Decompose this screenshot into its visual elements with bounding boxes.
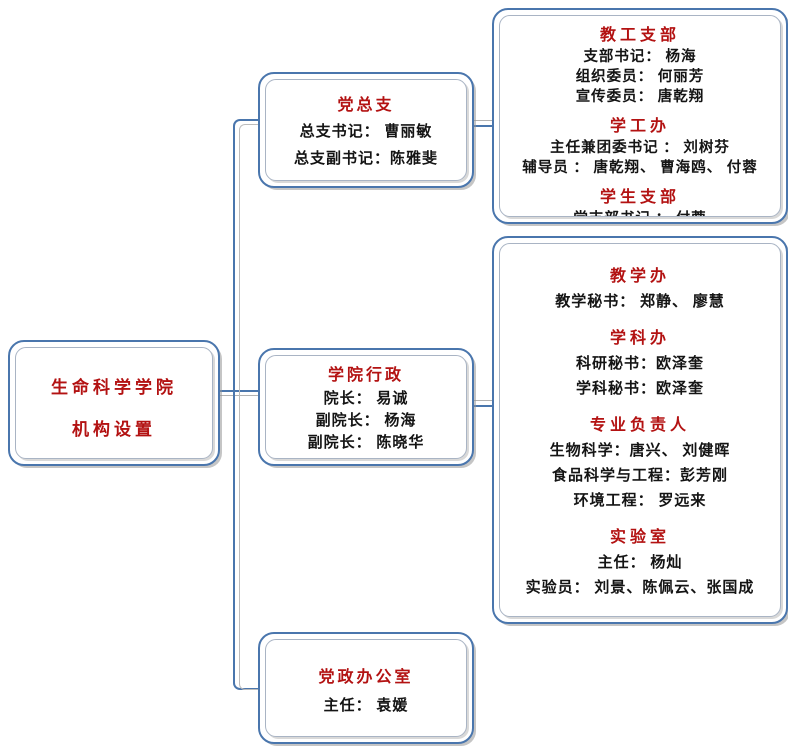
section-title: 教学办 (609, 268, 670, 285)
section-student-affairs-office: 学工办 主任兼团委书记 ： 刘树芬 辅导员 ： 唐乾翔、 曹海鸥、 付蓉 (500, 115, 780, 178)
node-admin[interactable]: 学院行政 院长： 易诚 副院长： 杨海 副院长： 陈晓华 (258, 348, 474, 466)
section-discipline-office: 学科办 科研秘书：欧泽奎 学科秘书：欧泽奎 (500, 326, 780, 402)
party-branch-line: 总支副书记：陈雅斐 (293, 151, 438, 167)
section-line: 科研秘书：欧泽奎 (575, 356, 704, 372)
node-right-top-card: 教工支部 支部书记： 杨海 组织委员： 何丽芳 宣传委员： 唐乾翔 学工办 主任… (499, 15, 781, 217)
node-right-bottom[interactable]: 教学办 教学秘书： 郑静、 廖慧 学科办 科研秘书：欧泽奎 学科秘书：欧泽奎 专… (492, 236, 788, 624)
party-branch-line: 总支书记： 曹丽敏 (299, 124, 433, 140)
section-faculty-branch: 教工支部 支部书记： 杨海 组织委员： 何丽芳 宣传委员： 唐乾翔 (500, 24, 780, 107)
section-line: 主任兼团委书记 ： 刘树芬 (550, 140, 730, 156)
connector-root-to-admin (215, 390, 262, 392)
admin-line: 院长： 易诚 (323, 391, 409, 407)
section-line: 辅导员 ： 唐乾翔、 曹海鸥、 付蓉 (522, 160, 758, 176)
section-line: 实验员： 刘景、陈佩云、张国成 (525, 580, 755, 596)
node-office[interactable]: 党政办公室 主任： 袁媛 (258, 632, 474, 744)
section-line: 学科秘书：欧泽奎 (575, 381, 704, 397)
root-title-line2: 机构设置 (72, 420, 156, 439)
party-branch-title: 党总支 (337, 97, 395, 114)
section-line: 宣传委员： 唐乾翔 (575, 89, 705, 105)
node-right-top[interactable]: 教工支部 支部书记： 杨海 组织委员： 何丽芳 宣传委员： 唐乾翔 学工办 主任… (492, 8, 788, 224)
section-line: 组织委员： 何丽芳 (575, 69, 705, 85)
section-laboratory: 实验室 主任： 杨灿 实验员： 刘景、陈佩云、张国成 (500, 525, 780, 601)
section-title: 实验室 (609, 529, 670, 546)
section-line: 党支部书记 ： 付蓉 (500, 209, 780, 216)
section-title: 学生支部 (599, 189, 680, 206)
node-party-branch[interactable]: 党总支 总支书记： 曹丽敏 总支副书记：陈雅斐 (258, 72, 474, 188)
node-root[interactable]: 生命科学学院 机构设置 (8, 340, 220, 466)
section-line: 生物科学：唐兴、 刘健晖 (549, 443, 731, 459)
admin-line: 副院长： 陈晓华 (307, 435, 425, 451)
node-party-branch-card: 党总支 总支书记： 曹丽敏 总支副书记：陈雅斐 (265, 79, 467, 181)
node-office-card: 党政办公室 主任： 袁媛 (265, 639, 467, 737)
node-root-card: 生命科学学院 机构设置 (15, 347, 213, 459)
node-admin-card: 学院行政 院长： 易诚 副院长： 杨海 副院长： 陈晓华 (265, 355, 467, 459)
section-teaching-office: 教学办 教学秘书： 郑静、 廖慧 (500, 264, 780, 315)
section-student-branch: 学生支部 党支部书记 ： 付蓉 (500, 186, 780, 216)
admin-line: 副院长： 杨海 (315, 413, 417, 429)
connector-root-to-admin-shadow (215, 395, 262, 396)
office-title: 党政办公室 (318, 669, 414, 686)
node-right-bottom-card: 教学办 教学秘书： 郑静、 廖慧 学科办 科研秘书：欧泽奎 学科秘书：欧泽奎 专… (499, 243, 781, 617)
section-line: 食品科学与工程：彭芳刚 (551, 468, 728, 484)
admin-title: 学院行政 (327, 367, 404, 384)
office-line: 主任： 袁媛 (323, 698, 409, 714)
section-title: 学工办 (609, 118, 670, 135)
section-title: 专业负责人 (589, 417, 690, 434)
section-program-leaders: 专业负责人 生物科学：唐兴、 刘健晖 食品科学与工程：彭芳刚 环境工程： 罗远来 (500, 413, 780, 514)
section-line: 教学秘书： 郑静、 廖慧 (555, 294, 725, 310)
section-line: 主任： 杨灿 (597, 555, 683, 571)
section-title: 教工支部 (599, 27, 680, 44)
section-line: 支部书记： 杨海 (583, 49, 697, 65)
section-title: 学科办 (609, 330, 670, 347)
root-title-line1: 生命科学学院 (51, 378, 177, 397)
section-line: 环境工程： 罗远来 (573, 493, 707, 509)
